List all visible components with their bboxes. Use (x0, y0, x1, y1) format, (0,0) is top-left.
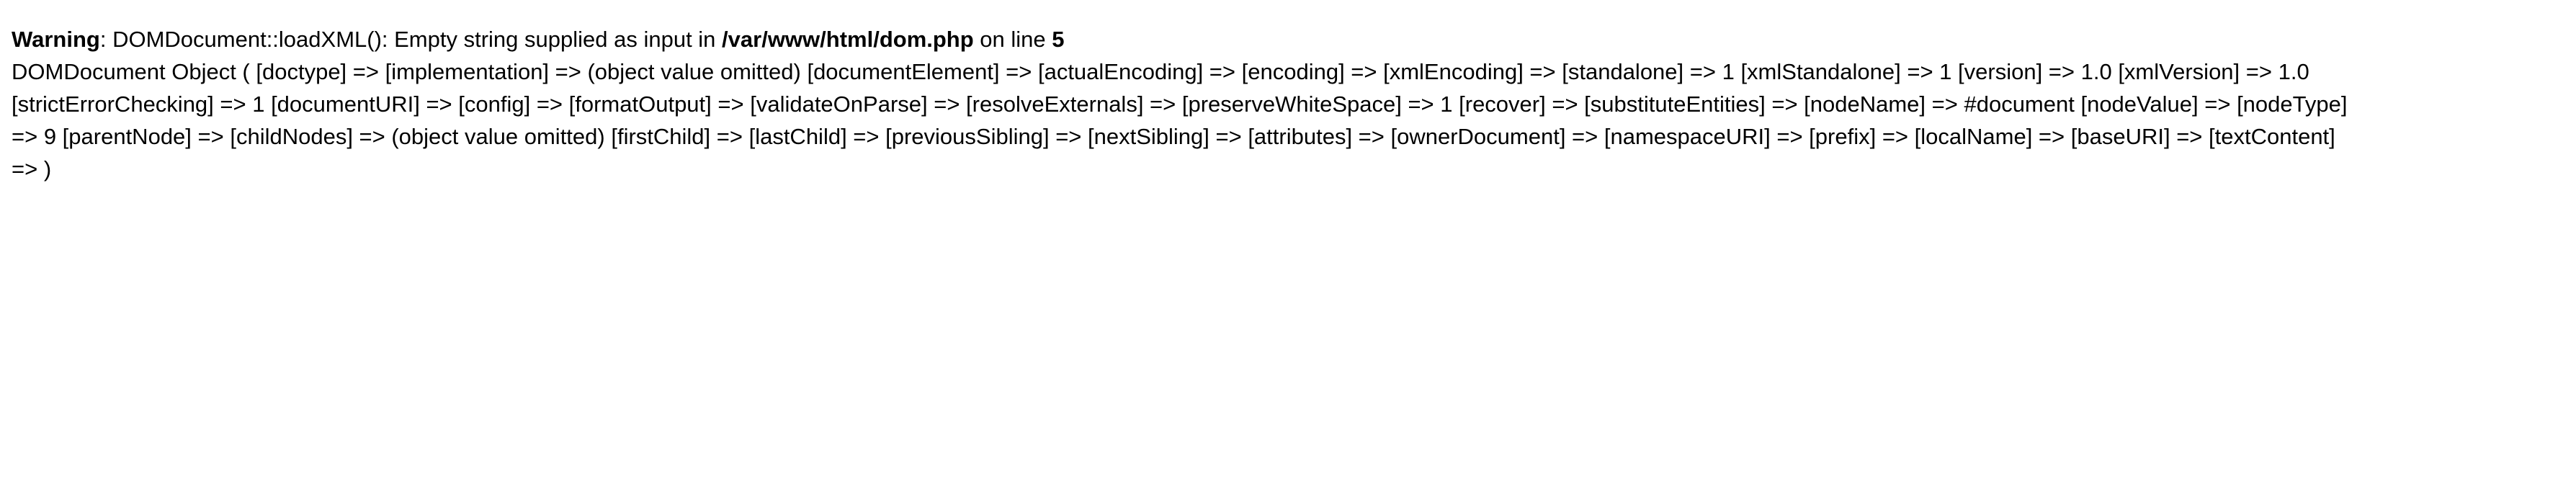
dump-line-2: [strictErrorChecking] => 1 [documentURI]… (12, 91, 2348, 117)
warning-line-number: 5 (1052, 27, 1065, 52)
warning-file-path: /var/www/html/dom.php (722, 27, 974, 52)
warning-message: DOMDocument::loadXML(): Empty string sup… (112, 27, 723, 52)
warning-label: Warning (12, 27, 100, 52)
object-dump: DOMDocument Object ( [doctype] => [imple… (12, 55, 2564, 185)
dump-line-3: => 9 [parentNode] => [childNodes] => (ob… (12, 124, 2335, 149)
warning-separator: : (99, 27, 113, 52)
php-warning: Warning: DOMDocument::loadXML(): Empty s… (12, 23, 2564, 55)
dump-line-4: => ) (12, 156, 52, 182)
dump-line-1: DOMDocument Object ( [doctype] => [imple… (12, 59, 2309, 84)
warning-on-line-text: on line (973, 27, 1052, 52)
